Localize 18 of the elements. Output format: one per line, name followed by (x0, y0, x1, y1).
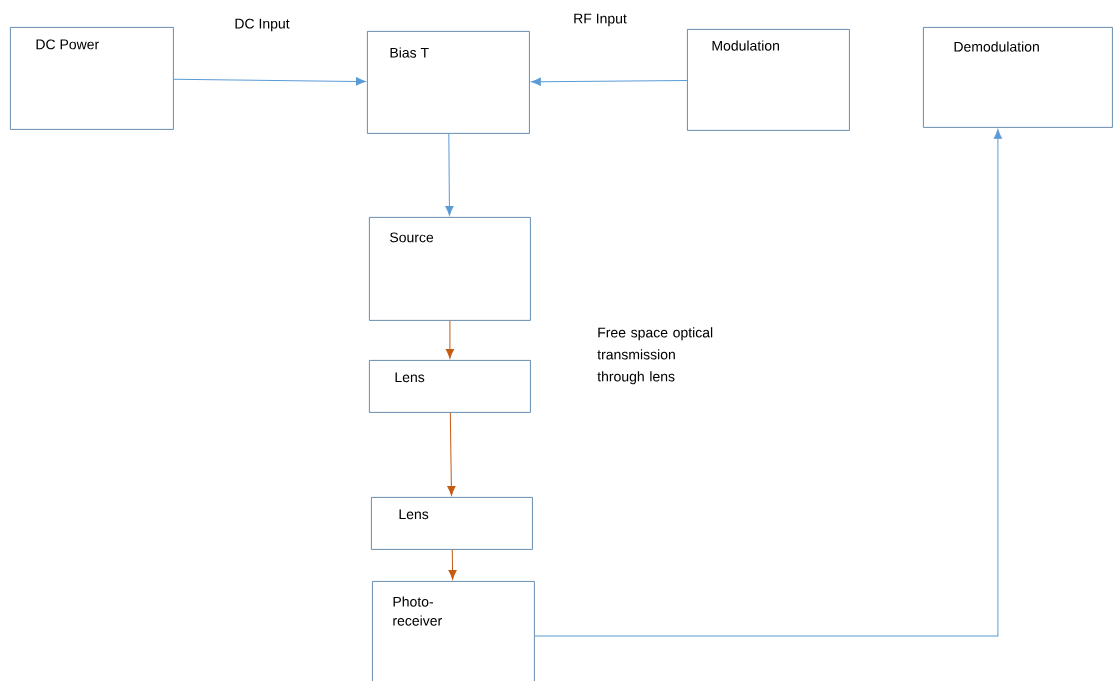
edge-label: RF Input (572, 12, 628, 28)
block-box: DC Power (10, 27, 174, 130)
arrow (448, 549, 457, 580)
arrow (447, 412, 456, 496)
block-box: Source (369, 217, 531, 321)
edge-label: DC Input (233, 17, 291, 33)
arrow (531, 77, 688, 86)
block-box: Modulation (687, 29, 850, 131)
arrow (173, 77, 366, 86)
note-text: Free space optical transmission through lens (597, 327, 713, 385)
block-box: Bias T (367, 31, 530, 134)
block-box: Lens (369, 360, 531, 413)
block-box: Photo-receiver (372, 581, 535, 681)
block-box: Demodulation (923, 27, 1113, 128)
arrow (534, 129, 1002, 637)
block-box: Lens (371, 497, 533, 550)
arrow (445, 133, 454, 216)
arrow (445, 320, 454, 359)
